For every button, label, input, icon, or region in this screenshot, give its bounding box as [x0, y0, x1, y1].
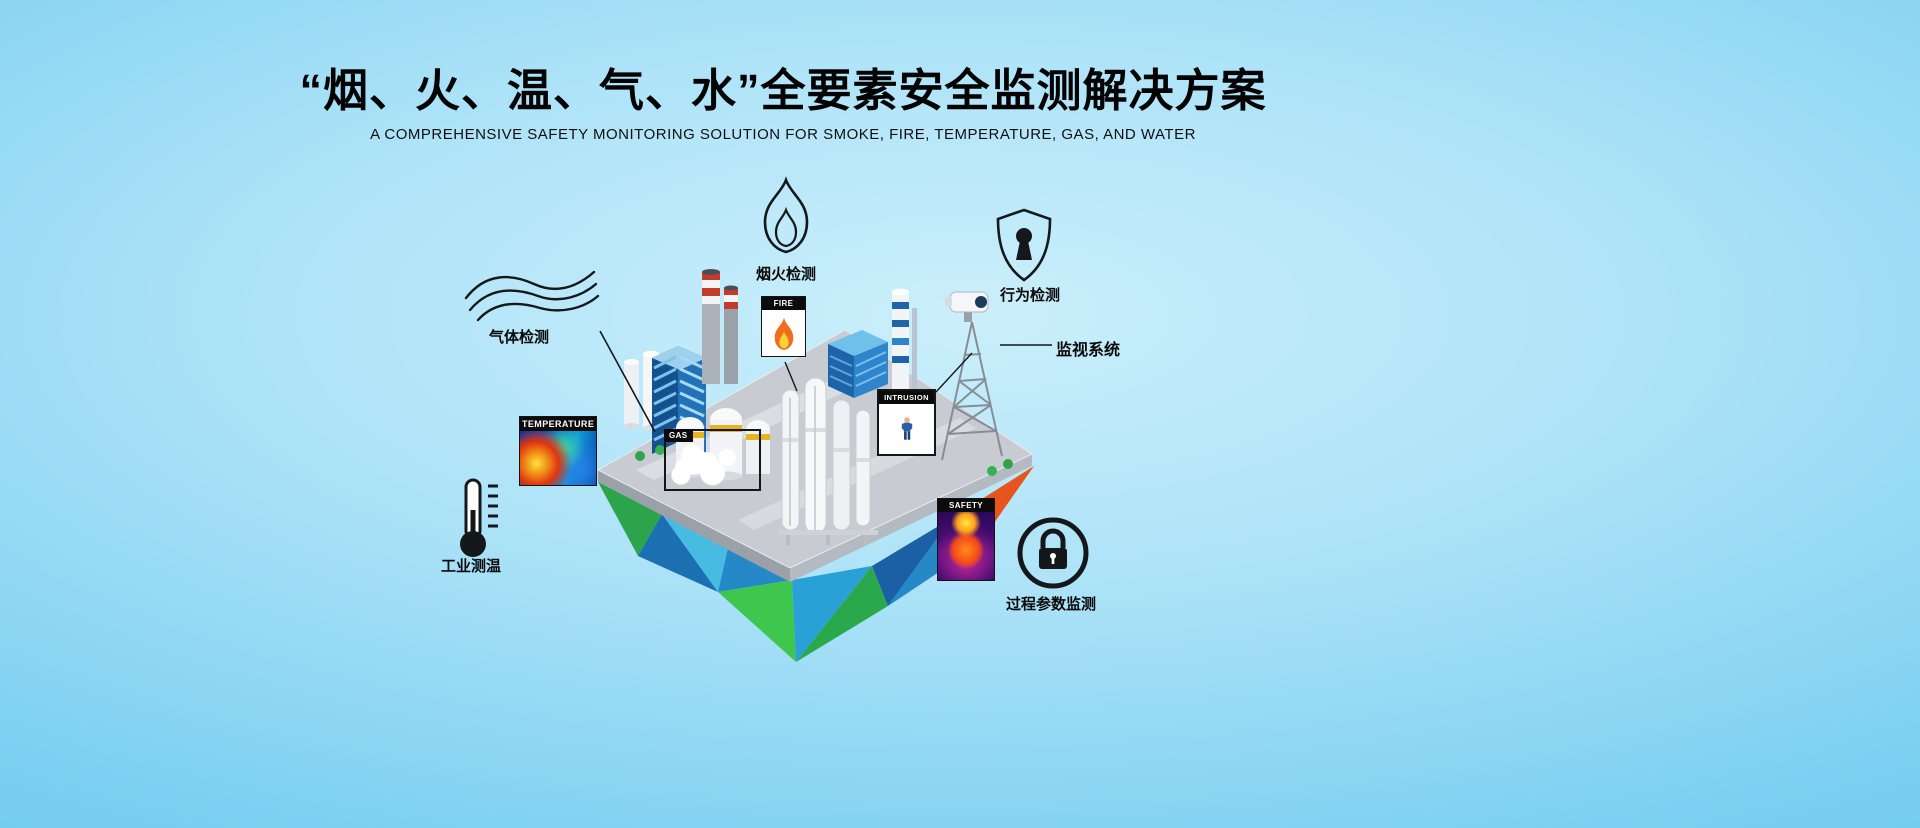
platform-rim-left	[598, 470, 790, 582]
safety-tag-card: SAFETY	[937, 498, 995, 581]
callout-label-behavior-detection: 行为检测	[1000, 287, 1061, 304]
behavior-detection-callout	[990, 206, 1058, 291]
fire-marker-body	[762, 310, 805, 356]
striped-chimneys	[702, 269, 738, 384]
smoke-fire-callout	[753, 176, 819, 263]
page-title: “烟、火、温、气、水”全要素安全监测解决方案	[299, 65, 1267, 116]
fire-tag-label: FIRE	[762, 297, 805, 310]
callout-label-surveillance-system: 监视系统	[1056, 342, 1121, 359]
industrial-thermometry-callout	[452, 474, 510, 565]
temperature-tag-card: TEMPERATURE	[519, 416, 597, 486]
intrusion-tag-card: INTRUSION	[877, 389, 936, 456]
callout-label-smoke-fire-detection: 烟火检测	[756, 266, 817, 283]
thermal-image	[520, 431, 596, 485]
distillation-columns	[778, 377, 878, 545]
intrusion-marker-body	[879, 404, 934, 452]
temperature-tag-label: TEMPERATURE	[520, 417, 596, 431]
callout-label-process-monitoring: 过程参数监测	[1006, 596, 1097, 613]
page-subtitle: A COMPREHENSIVE SAFETY MONITORING SOLUTI…	[370, 126, 1196, 143]
thermal-person-image	[938, 512, 994, 580]
flame-icon	[774, 317, 793, 350]
process-monitoring-callout	[1014, 514, 1092, 597]
callout-label-industrial-thermometry: 工业测温	[441, 558, 502, 575]
trees	[635, 445, 1013, 476]
blue-white-tower	[892, 288, 917, 402]
thermometer-icon	[460, 478, 498, 557]
cctv-camera	[945, 291, 989, 322]
safety-tag-label: SAFETY	[938, 499, 994, 512]
worker-icon	[901, 415, 912, 440]
fire-tag-card: FIRE	[761, 296, 806, 357]
shield-keyhole-icon	[996, 208, 1052, 282]
container-stack	[828, 330, 888, 398]
intrusion-tag-label: INTRUSION	[879, 391, 934, 404]
callout-label-gas-detection: 气体检测	[489, 329, 550, 346]
flame-outline-icon	[763, 176, 809, 254]
gas-detection-callout	[460, 264, 600, 337]
lock-circle-icon	[1017, 517, 1089, 589]
smoke-waves-icon	[464, 270, 600, 322]
gas-tag-label: GAS	[664, 429, 693, 442]
platform-rim-right	[790, 454, 1032, 582]
gas-tag-card: GAS	[664, 429, 761, 491]
